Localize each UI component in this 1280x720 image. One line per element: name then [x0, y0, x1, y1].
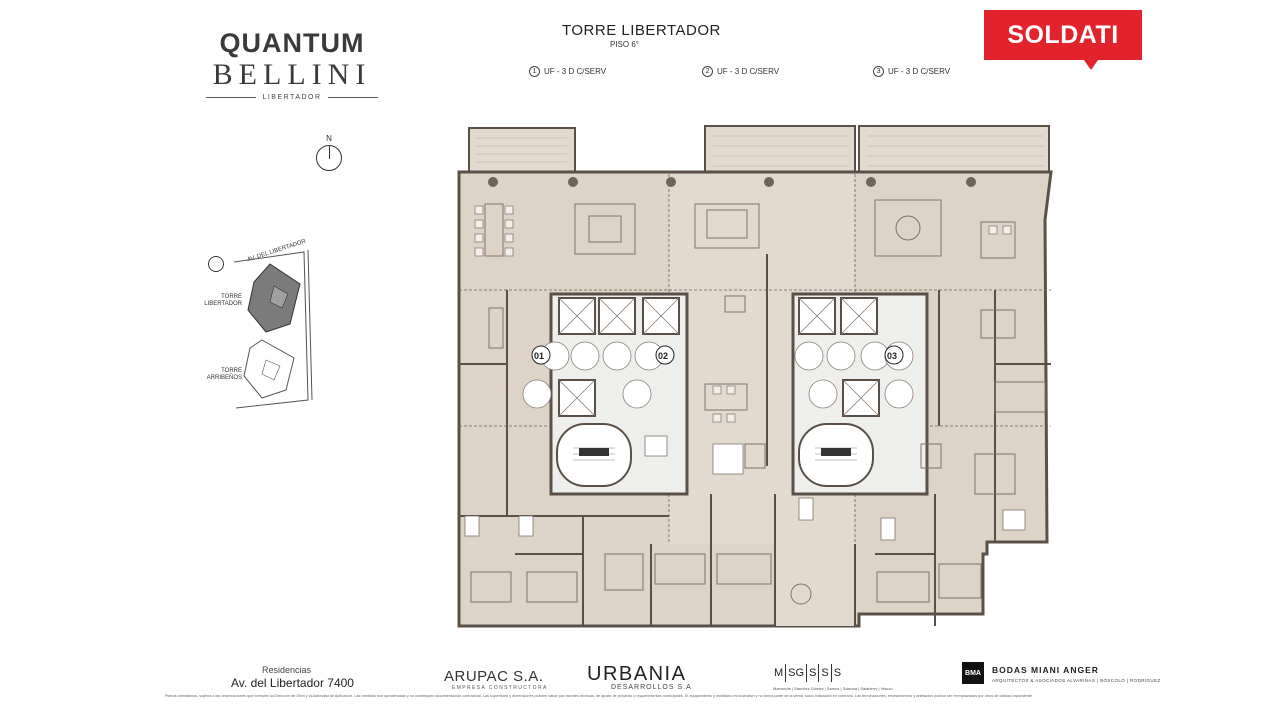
- unit-number: 3: [873, 66, 884, 77]
- legal-disclaimer: Planos orientativos, sujetos a las obser…: [165, 694, 1034, 698]
- unit-legend-3: 3 UF - 3 D C/SERV: [873, 66, 950, 77]
- unit-number: 1: [529, 66, 540, 77]
- msg-letter: S: [807, 664, 820, 682]
- logo-quantum: QUANTUM: [219, 28, 365, 58]
- unit-label: UF - 3 D C/SERV: [544, 67, 607, 76]
- logo-sub: LIBERTADOR: [206, 94, 378, 101]
- residencias-label: Residencias: [262, 665, 312, 675]
- msgsss-logo: M SG S S S: [772, 664, 843, 682]
- address-label: Av. del Libertador 7400: [231, 676, 354, 690]
- arupac-logo: ARUPAC S.A.: [444, 668, 544, 685]
- unit-legend-1: 1 UF - 3 D C/SERV: [529, 66, 606, 77]
- arupac-sub: EMPRESA CONSTRUCTORA: [452, 685, 548, 691]
- small-compass-icon: [208, 256, 224, 272]
- logo-bellini: BELLINI: [212, 58, 372, 91]
- unit-number: 2: [702, 66, 713, 77]
- bma-logo: BMA: [962, 662, 984, 684]
- urbania-logo: URBANIA: [587, 663, 687, 685]
- north-arrow: N: [316, 134, 342, 171]
- floor-label: PISO 6°: [610, 40, 639, 49]
- tower1-label: TORRE LIBERTADOR: [204, 294, 242, 307]
- msg-letter: M: [772, 664, 787, 682]
- msgsss-sub: Mamonde | Sánchez Gómez | Santos | Solso…: [773, 686, 893, 691]
- urbania-sub: DESARROLLOS S.A: [611, 684, 692, 691]
- bma-sub: ARQUITECTOS & ASOCIADOS ALVARIÑAS | BÓSC…: [992, 678, 1161, 683]
- floor-plan: 01 02 03: [457, 125, 1053, 628]
- tower-arribenos-shape: [243, 339, 295, 399]
- msg-letter: S: [819, 664, 832, 682]
- unit-legend-2: 2 UF - 3 D C/SERV: [702, 66, 779, 77]
- unit-tag-01: 01: [534, 351, 544, 361]
- unit-label: UF - 3 D C/SERV: [717, 67, 780, 76]
- unit-tag-03: 03: [887, 351, 897, 361]
- bma-name: BODAS MIANI ANGER: [992, 665, 1099, 675]
- msg-letter: S: [833, 667, 842, 679]
- site-plan-drawing: [233, 249, 313, 409]
- compass-icon: [316, 145, 342, 171]
- unit-label: UF - 3 D C/SERV: [888, 67, 951, 76]
- tower-title: TORRE LIBERTADOR: [562, 22, 721, 39]
- logo-sub-text: LIBERTADOR: [262, 94, 322, 101]
- tower2-label: TORRE ARRIBEÑOS: [206, 368, 242, 381]
- unit-tag-02: 02: [658, 351, 668, 361]
- soldati-logo: SOLDATI: [984, 10, 1142, 60]
- soldati-logo-tail: [1084, 60, 1098, 70]
- location-map: AV. DEL LIBERTADOR TORRE LIBERTADOR TORR…: [196, 239, 330, 410]
- quantum-bellini-logo: QUANTUM BELLINI LIBERTADOR: [206, 28, 378, 101]
- north-label: N: [326, 134, 332, 143]
- msg-letter: SG: [786, 664, 808, 682]
